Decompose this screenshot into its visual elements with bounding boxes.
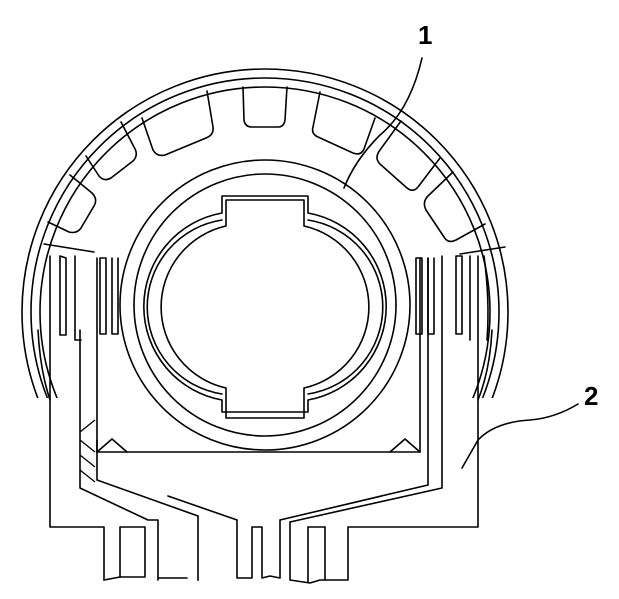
reference-label-1: 1 [418,20,433,50]
bore-rings [119,159,411,451]
part-1-rotor-ring [21,68,509,451]
tooth-pockets [43,86,506,255]
leader-lines [343,57,579,469]
reference-label-2: 2 [584,381,599,411]
part-2-bracket [37,255,493,584]
shaft-bore [143,195,387,419]
